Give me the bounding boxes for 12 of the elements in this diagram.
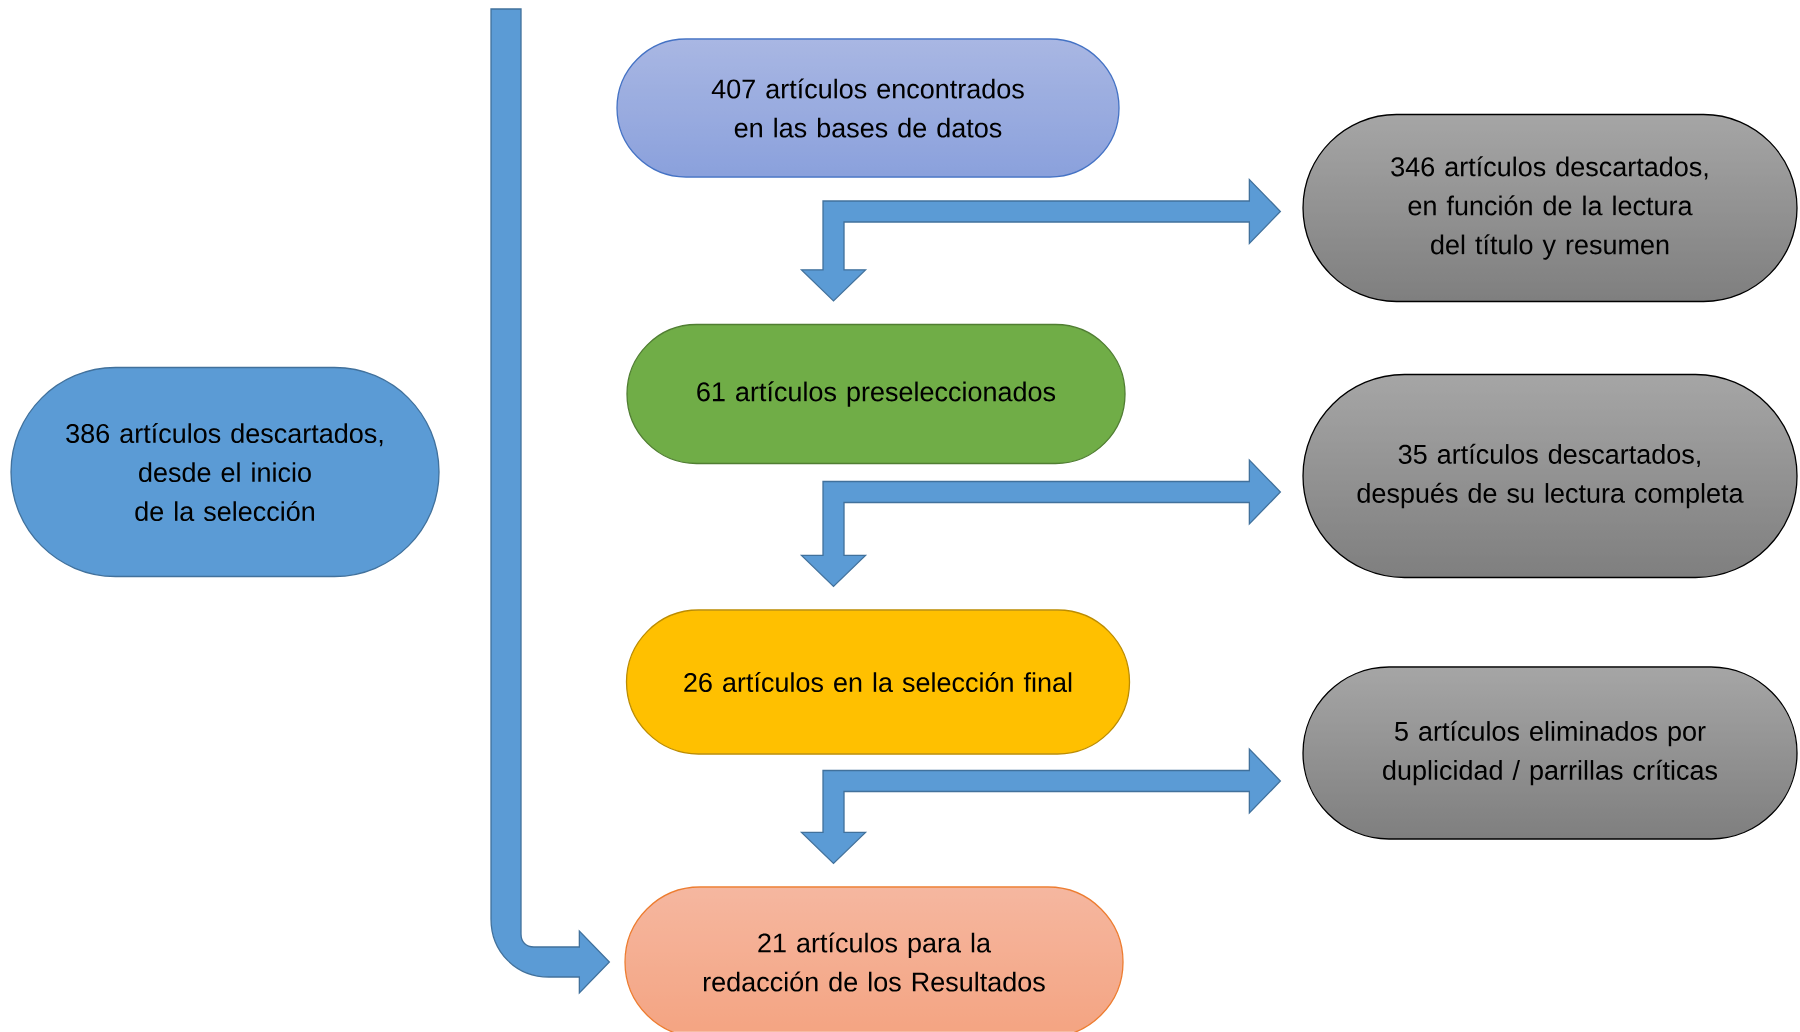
rounded-box: 26 artículos en la selección final [625,609,1131,755]
rounded-box: 346 artículos descartados, en función de la lectura del título y resumen [1302,113,1798,303]
rounded-box: 35 artículos descartados, después de su lectura completa [1302,373,1798,579]
rounded-box: 21 artículos para la redacción de los Resultados [624,886,1124,1032]
rounded-box: 61 artículos preseleccionados [626,323,1126,465]
bent-arrow [799,747,1282,865]
bent-arrow [799,177,1282,302]
bent-arrow [799,458,1282,588]
bent-arrow [490,8,610,994]
rounded-box: 386 artículos descartados, desde el inicio de la selección [10,366,440,578]
rounded-box: 407 artículos encontrados en las bases de datos [616,38,1120,178]
rounded-box: 5 artículos eliminados por duplicidad / parrillas críticas [1302,666,1798,840]
